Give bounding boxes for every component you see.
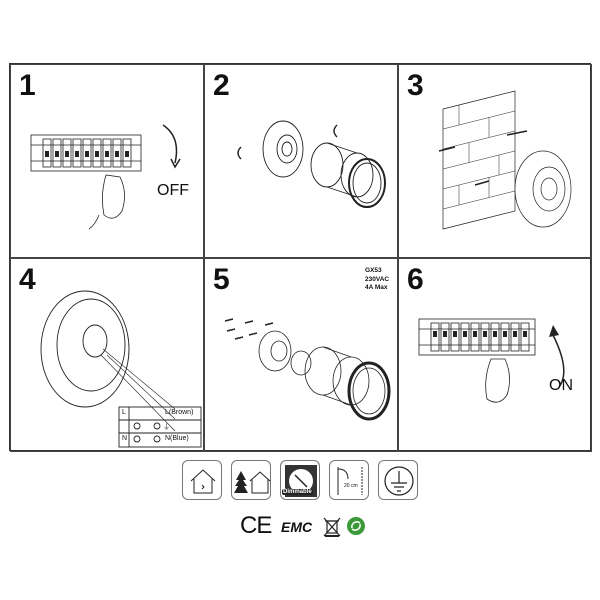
house-icon [182,460,222,500]
breaker-off-illustration [30,124,181,230]
lamp-assembly-illustration [224,318,391,421]
wire-code-neutral: N [122,435,128,442]
certification-row: CE EMC [240,512,370,542]
distance-label: 20 cm [344,483,358,489]
wiring-illustration [40,290,202,448]
wire-label-earth: ⏚ [163,424,170,431]
instruction-grid: 1 OFF 2 [9,63,592,452]
dimmable-icon: Dimmable [280,460,320,500]
step-number: 6 [407,263,424,296]
wall-mounting-illustration [438,90,572,230]
step-1-panel: 1 OFF [10,64,204,258]
breaker-on-illustration [418,318,565,403]
socket-type: GX53 [365,267,382,274]
crossed-bin-icon [323,517,341,537]
on-label: ON [549,377,573,394]
distance-icon: 20 cm [329,460,369,500]
step-number: 5 [213,263,230,296]
step-5-panel: 5 GX53 230VAC 4A Max [204,258,398,452]
step-2-panel: 2 [204,64,398,258]
ce-mark: CE [240,512,272,539]
step-6-panel: 6 ON [398,258,592,452]
earth-ground-icon [378,460,418,500]
wire-label-live: L(Brown) [165,409,194,416]
recycle-icon [347,517,365,535]
tree-house-icon [231,460,271,500]
wire-label-neutral: N(Blue) [165,435,189,442]
step-number: 3 [407,69,424,102]
current-rating: 4A Max [365,284,388,291]
step-number: 1 [19,69,36,102]
feature-icons-row: Dimmable 20 cm [182,460,418,504]
voltage-rating: 230VAC [365,275,390,283]
step-number: 2 [213,69,230,102]
wire-code-live: L [122,409,126,416]
step-number: 4 [19,263,36,296]
emc-mark: EMC [281,519,313,535]
disassembly-illustration [237,120,386,208]
step-3-panel: 3 [398,64,592,258]
step-4-panel: 4 L L(Brown) ⏚ N N(Blue) [10,258,204,452]
off-label: OFF [157,182,189,199]
dimmable-label: Dimmable [282,489,313,495]
spec-block: GX53 230VAC 4A Max [365,267,389,293]
